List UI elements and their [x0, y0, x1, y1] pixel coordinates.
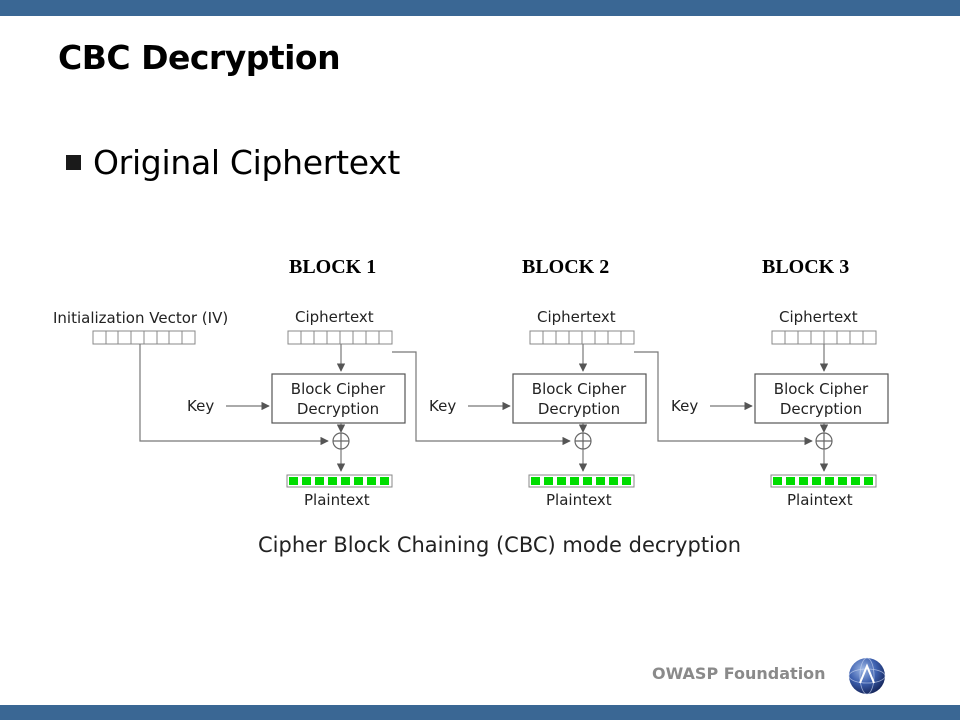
plaintext-register — [286, 474, 393, 488]
plaintext-register — [528, 474, 635, 488]
ciphertext-register — [287, 330, 393, 345]
iv-register — [92, 330, 196, 345]
block-3-decryption: Ciphertext Block Cipher Decryption Key — [671, 308, 889, 509]
cipher-box-line1: Block Cipher — [532, 380, 627, 398]
plaintext-label: Plaintext — [304, 491, 370, 509]
block-2-label: BLOCK 2 — [522, 256, 610, 278]
ciphertext-label: Ciphertext — [537, 308, 616, 326]
block-cipher-decryption-box — [754, 373, 889, 424]
owasp-globe-logo-icon — [848, 657, 886, 695]
cipher-box-line1: Block Cipher — [291, 380, 386, 398]
xor-icon — [815, 432, 833, 450]
square-bullet-icon — [66, 155, 81, 170]
key-label: Key — [187, 397, 214, 415]
block-3-label: BLOCK 3 — [762, 256, 850, 278]
cipher-box-line1: Block Cipher — [774, 380, 869, 398]
block-cipher-decryption-box — [512, 373, 647, 424]
ciphertext-register — [771, 330, 877, 345]
cipher-box-line2: Decryption — [780, 400, 862, 418]
ciphertext-label: Ciphertext — [779, 308, 858, 326]
iv-chain-arrow — [139, 344, 329, 446]
xor-icon — [332, 432, 350, 450]
plaintext-label: Plaintext — [787, 491, 853, 509]
bullet-text: Original Ciphertext — [93, 143, 400, 182]
key-label: Key — [429, 397, 456, 415]
plaintext-label: Plaintext — [546, 491, 612, 509]
footer-organization: OWASP Foundation — [652, 664, 826, 683]
block-1-label: BLOCK 1 — [289, 256, 377, 278]
xor-icon — [574, 432, 592, 450]
plaintext-register — [770, 474, 877, 488]
ciphertext-label: Ciphertext — [295, 308, 374, 326]
slide-title: CBC Decryption — [58, 38, 341, 77]
chain-arrow-1-to-2 — [392, 351, 571, 446]
chain-arrow-2-to-3 — [634, 351, 813, 446]
cipher-box-line2: Decryption — [297, 400, 379, 418]
cbc-decryption-diagram: Initialization Vector (IV) Ciphertext Bl… — [53, 308, 889, 557]
cipher-box-line2: Decryption — [538, 400, 620, 418]
footer-bar — [0, 705, 960, 720]
header-bar — [0, 0, 960, 16]
block-2-decryption: Ciphertext Block Cipher Decryption Key — [429, 308, 647, 509]
key-label: Key — [671, 397, 698, 415]
block-1-decryption: Ciphertext Block Cipher Decryption Key — [187, 308, 406, 509]
iv-label: Initialization Vector (IV) — [53, 309, 228, 327]
ciphertext-register — [529, 330, 635, 345]
diagram-caption: Cipher Block Chaining (CBC) mode decrypt… — [258, 533, 741, 557]
block-cipher-decryption-box — [271, 373, 406, 424]
bullet-item: Original Ciphertext — [66, 143, 400, 182]
